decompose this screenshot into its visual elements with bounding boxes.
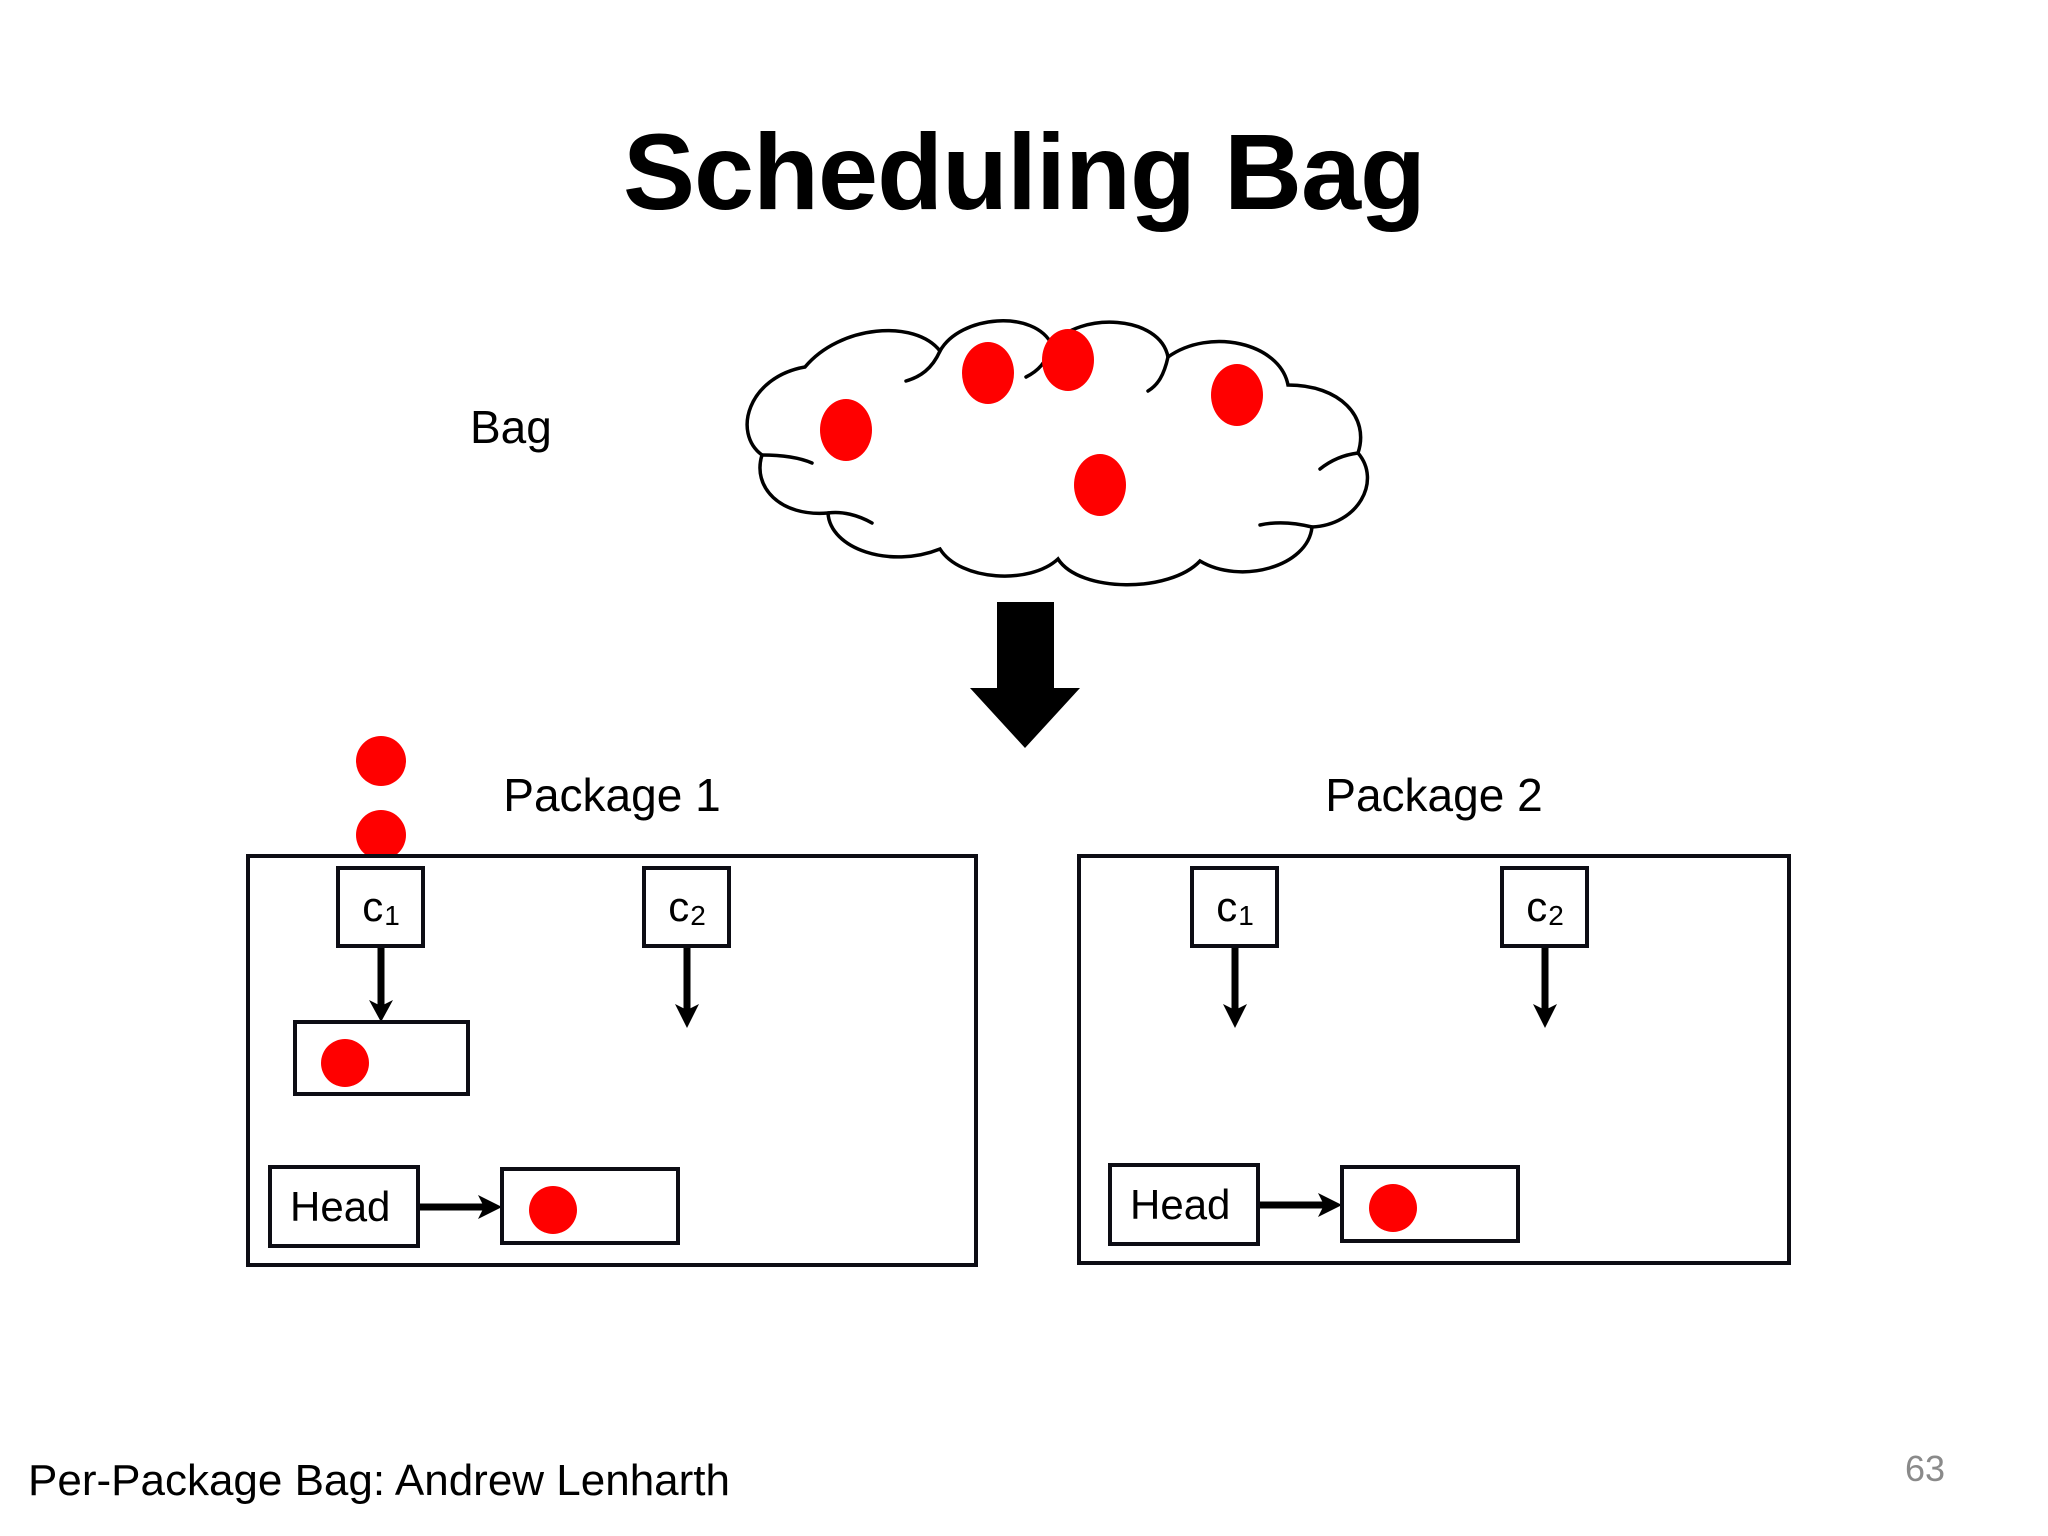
bag-item: [1074, 454, 1126, 516]
context-label: c: [668, 883, 690, 930]
bag-item: [1211, 364, 1263, 426]
package-2-c1-arrow-down-icon: [1223, 948, 1247, 1028]
package-2-head-arrow-right-icon: [1260, 1193, 1342, 1217]
page-number: 63: [1905, 1448, 1946, 1489]
package-1-c1-arrow-down-icon: [369, 948, 393, 1022]
context-subscript: 1: [384, 900, 400, 931]
context-subscript: 2: [1548, 900, 1564, 931]
node-item: [529, 1186, 577, 1234]
package-1-head-arrow-right-icon: [420, 1195, 502, 1219]
package-1-head-box[interactable]: Head: [268, 1165, 420, 1248]
package-2-head-box[interactable]: Head: [1108, 1163, 1260, 1246]
context-subscript: 1: [1238, 900, 1254, 931]
package-2-label: Package 2: [1325, 769, 1543, 821]
node-item: [1369, 1184, 1417, 1232]
package-1-node-after-head: [500, 1167, 680, 1245]
bag-cloud: [745, 319, 1370, 587]
package-2-node-after-head: [1340, 1165, 1520, 1243]
bag-item: [962, 342, 1014, 404]
context-label: c: [362, 883, 384, 930]
package-1-c2-arrow-down-icon: [675, 948, 699, 1028]
context-subscript: 2: [690, 900, 706, 931]
context-label: c: [1216, 883, 1238, 930]
bag-item: [1042, 329, 1094, 391]
package-1-node-under-c1: [293, 1020, 470, 1096]
bag-item: [820, 399, 872, 461]
bag-label: Bag: [470, 401, 552, 453]
head-label: Head: [1130, 1180, 1231, 1228]
bag-item-group: [820, 329, 1263, 516]
package-2-c2-arrow-down-icon: [1533, 948, 1557, 1028]
footer-note: Per-Package Bag: Andrew Lenharth: [28, 1456, 731, 1505]
head-label: Head: [290, 1182, 391, 1230]
flow-arrow-down-icon: [970, 602, 1080, 748]
context-label: c: [1526, 883, 1548, 930]
pending-item: [356, 736, 406, 786]
node-item: [321, 1039, 369, 1087]
page-title: Scheduling Bag: [622, 111, 1426, 232]
pending-item: [356, 810, 406, 860]
package-1-label: Package 1: [503, 769, 721, 821]
